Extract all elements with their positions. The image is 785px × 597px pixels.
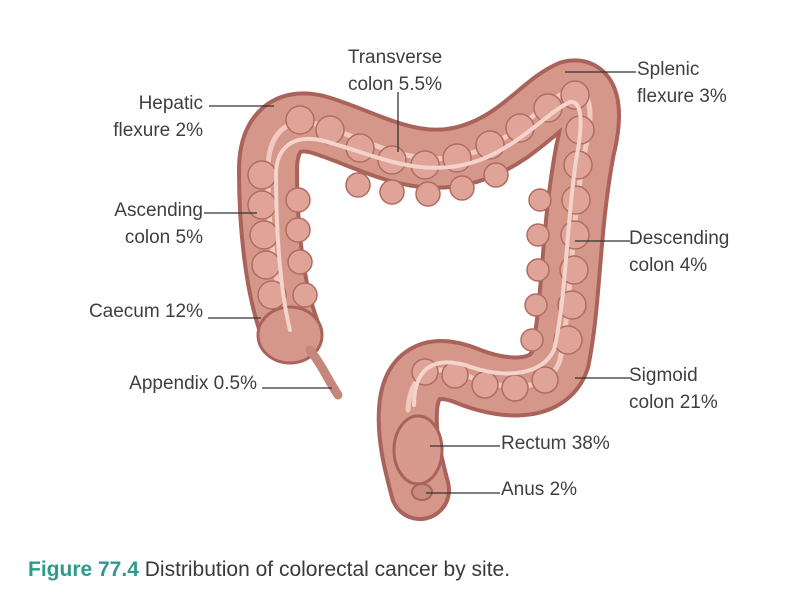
label-caecum: Caecum 12%	[89, 298, 203, 325]
label-ascending-line1: Ascending	[114, 200, 203, 221]
label-transverse-line1: Transverse	[347, 47, 443, 68]
label-sigmoid-line2: colon 21%	[629, 392, 718, 413]
label-caecum-text: Caecum 12%	[88, 301, 203, 322]
caption-text: Distribution of colorectal cancer by sit…	[144, 558, 511, 581]
label-sigmoid-line1: Sigmoid	[629, 365, 698, 386]
label-transverse-line2: colon 5.5%	[347, 74, 442, 95]
label-splenic-flexure: Splenic flexure 3%	[637, 56, 727, 110]
label-hepatic-line1: Hepatic	[138, 93, 203, 114]
label-appendix: Appendix 0.5%	[129, 370, 257, 397]
label-descending-line2: colon 4%	[629, 255, 708, 276]
figure-caption: Figure 77.4 Distribution of colorectal c…	[28, 558, 510, 582]
label-rectum-text: Rectum 38%	[501, 433, 610, 454]
label-descending-line1: Descending	[629, 228, 730, 249]
haustra	[247, 80, 595, 402]
figure-number: Figure 77.4	[28, 558, 139, 581]
label-anus: Anus 2%	[501, 476, 577, 503]
label-splenic-line1: Splenic	[637, 59, 700, 80]
label-rectum: Rectum 38%	[501, 430, 610, 457]
colon-midline	[273, 100, 583, 407]
label-splenic-line2: flexure 3%	[637, 86, 727, 107]
label-anus-text: Anus 2%	[501, 479, 578, 500]
label-appendix-text: Appendix 0.5%	[129, 373, 257, 394]
label-ascending-colon: Ascending colon 5%	[114, 197, 203, 251]
label-sigmoid-colon: Sigmoid colon 21%	[629, 362, 718, 416]
label-hepatic-line2: flexure 2%	[113, 120, 203, 141]
label-hepatic-flexure: Hepatic flexure 2%	[113, 90, 203, 144]
label-ascending-line2: colon 5%	[124, 227, 203, 248]
label-transverse-colon: Transverse colon 5.5%	[325, 44, 465, 98]
label-descending-colon: Descending colon 4%	[629, 225, 729, 279]
leader-lines	[204, 71, 636, 494]
